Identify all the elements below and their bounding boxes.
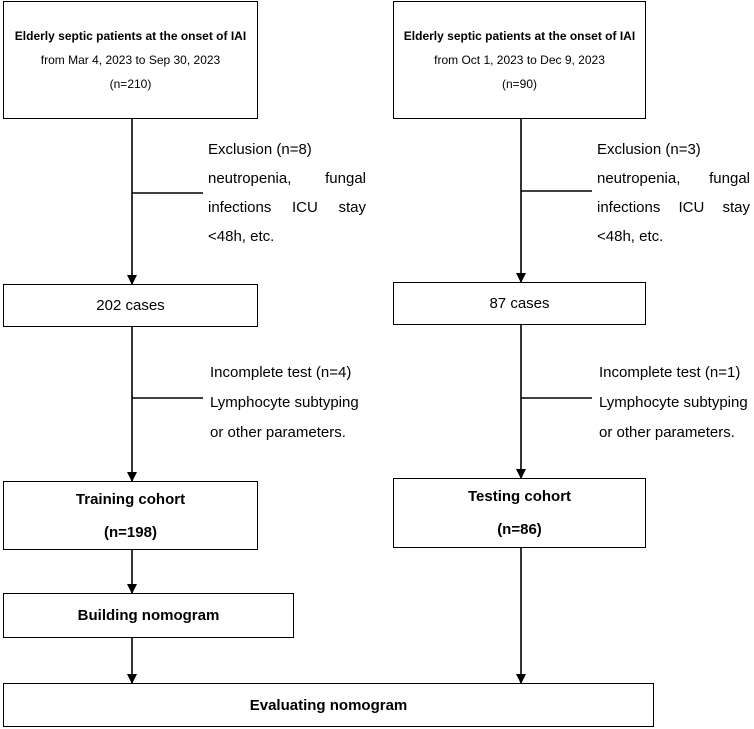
- right-start-title: Elderly septic patients at the onset of …: [403, 29, 636, 43]
- right-cases-box: 87 cases: [393, 282, 646, 325]
- left-incomplete-heading: Incomplete test (n=4): [210, 364, 352, 381]
- left-exclusion-heading: Exclusion (n=8): [208, 141, 312, 158]
- left-exclusion-line2: infections ICU stay: [208, 199, 366, 216]
- left-start-box: Elderly septic patients at the onset of …: [3, 1, 258, 119]
- right-exclusion-note: Exclusion (n=3) neutropenia, fungal infe…: [597, 135, 750, 251]
- right-cohort-n: (n=86): [497, 521, 542, 538]
- right-exclusion-line2: infections ICU stay: [597, 199, 750, 216]
- left-cases-label: 202 cases: [96, 297, 165, 314]
- building-nomogram-label: Building nomogram: [77, 607, 220, 624]
- right-incomplete-line1: Lymphocyte subtyping: [599, 394, 748, 411]
- right-cohort-title: Testing cohort: [467, 488, 572, 505]
- left-incomplete-line1: Lymphocyte subtyping: [210, 394, 359, 411]
- right-start-n: (n=90): [501, 77, 538, 91]
- right-exclusion-line1: neutropenia, fungal: [597, 170, 750, 187]
- right-exclusion-line3: <48h, etc.: [597, 228, 664, 245]
- left-exclusion-line1: neutropenia, fungal: [208, 170, 366, 187]
- left-cases-box: 202 cases: [3, 284, 258, 327]
- right-start-period: from Oct 1, 2023 to Dec 9, 2023: [434, 53, 605, 67]
- left-start-n: (n=210): [109, 77, 152, 91]
- evaluating-nomogram-label: Evaluating nomogram: [249, 696, 408, 714]
- right-exclusion-heading: Exclusion (n=3): [597, 141, 701, 158]
- right-cases-label: 87 cases: [489, 295, 550, 312]
- right-cohort-box: Testing cohort (n=86): [393, 478, 646, 548]
- right-start-box: Elderly septic patients at the onset of …: [393, 1, 646, 119]
- left-incomplete-note: Incomplete test (n=4) Lymphocyte subtypi…: [210, 358, 380, 448]
- left-incomplete-line2: or other parameters.: [210, 424, 346, 441]
- right-incomplete-note: Incomplete test (n=1) Lymphocyte subtypi…: [599, 358, 753, 448]
- left-start-title: Elderly septic patients at the onset of …: [14, 29, 247, 43]
- left-cohort-box: Training cohort (n=198): [3, 481, 258, 550]
- right-incomplete-heading: Incomplete test (n=1): [599, 364, 741, 381]
- right-incomplete-line2: or other parameters.: [599, 424, 735, 441]
- left-cohort-n: (n=198): [104, 523, 157, 541]
- left-start-period: from Mar 4, 2023 to Sep 30, 2023: [40, 53, 221, 67]
- left-cohort-title: Training cohort: [75, 490, 186, 508]
- left-exclusion-note: Exclusion (n=8) neutropenia, fungal infe…: [208, 135, 366, 251]
- building-nomogram-box: Building nomogram: [3, 593, 294, 638]
- left-exclusion-line3: <48h, etc.: [208, 228, 275, 245]
- evaluating-nomogram-box: Evaluating nomogram: [3, 683, 654, 727]
